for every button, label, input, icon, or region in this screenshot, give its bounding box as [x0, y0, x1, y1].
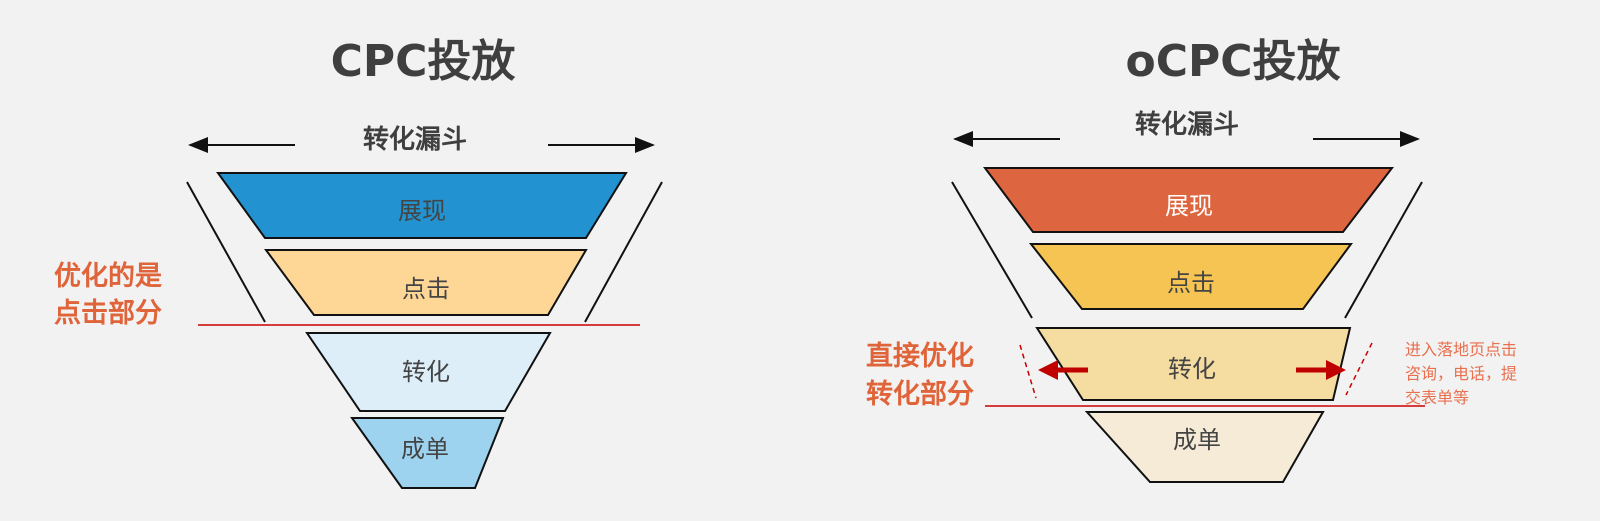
funnel-stage-conversion: [305, 332, 552, 412]
side-note-line: 交表单等: [1405, 388, 1469, 407]
ocpc-note-line: 直接优化: [866, 341, 974, 372]
funnel-stage-click: [264, 249, 588, 316]
funnel-stage-impression: [983, 167, 1395, 233]
cpc-funnel-label: 转化漏斗: [363, 125, 467, 155]
ocpc-panel: oCPC投放 转化漏斗 展现 点击 转化 成单 直接优化 转化部分 进入落地页点…: [866, 36, 1517, 483]
funnel-side-left: [951, 181, 1033, 319]
funnel-side-left: [186, 181, 266, 323]
cpc-panel: CPC投放 转化漏斗 展现 点击 转化 成单 优化的是 点击部分: [54, 36, 663, 489]
side-note-line: 进入落地页点击: [1405, 340, 1517, 359]
stage-label: 成单: [1173, 426, 1221, 454]
stage-label: 点击: [1167, 269, 1215, 297]
funnel-stage-order: [1084, 411, 1325, 483]
dashed-marker-right: [1345, 342, 1373, 396]
stage-label: 展现: [398, 197, 446, 225]
funnel-stage-order: [350, 417, 505, 489]
funnel-stage-click: [1028, 243, 1353, 310]
stage-label: 点击: [402, 275, 450, 303]
ocpc-funnel-label: 转化漏斗: [1135, 110, 1239, 140]
side-note-line: 咨询，电话，提: [1405, 364, 1517, 383]
cpc-note-line: 优化的是: [54, 260, 162, 292]
funnel-stage-conversion: [1035, 327, 1352, 401]
ocpc-note-line: 转化部分: [866, 378, 974, 410]
stage-label: 展现: [1165, 192, 1213, 220]
funnel-side-right: [1344, 181, 1423, 319]
cpc-note-line: 点击部分: [54, 297, 162, 329]
cpc-title: CPC投放: [331, 36, 516, 87]
funnel-side-right: [584, 181, 663, 323]
stage-label: 成单: [401, 435, 449, 463]
dashed-marker-left: [1019, 344, 1037, 399]
funnel-stage-impression: [216, 172, 628, 239]
stage-label: 转化: [402, 358, 450, 386]
ocpc-title: oCPC投放: [1125, 36, 1340, 87]
stage-label: 转化: [1168, 355, 1216, 383]
